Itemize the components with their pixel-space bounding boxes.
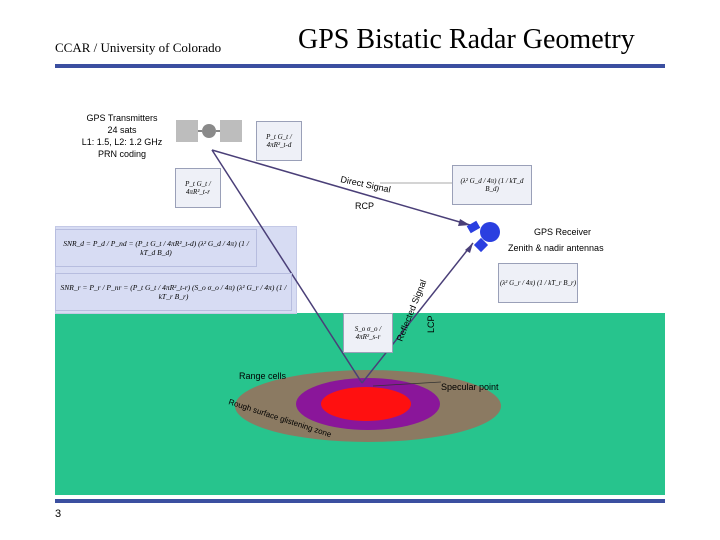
transmitter-line: PRN coding bbox=[97, 149, 147, 159]
equation-text: SNR_r = P_r / P_nr = (P_t G_t / 4πR²_t-r… bbox=[60, 283, 287, 301]
direct-signal-line bbox=[211, 149, 471, 226]
tx-power-formula: P_t G_t / 4πR²_t-d bbox=[256, 121, 302, 161]
reflected-signal-label: Reflected Signal bbox=[395, 278, 429, 343]
lcp-label: LCP bbox=[426, 315, 436, 333]
equation-text: SNR_d = P_d / P_nd = (P_t G_t / 4πR²_t-d… bbox=[63, 239, 249, 257]
receiver-gain-direct-formula: (λ² G_d / 4π) (1 / kT_d B_d) bbox=[452, 165, 532, 205]
range-cells-label: Range cells bbox=[239, 371, 287, 381]
transmitter-line: GPS Transmitters bbox=[86, 113, 158, 123]
formula-text: P_t G_t / 4πR²_t-d bbox=[266, 133, 292, 149]
glistening-zone-inner bbox=[321, 387, 411, 421]
transmitter-line: 24 sats bbox=[107, 125, 137, 135]
reflected-signal-line bbox=[361, 242, 474, 384]
formula-text: (λ² G_r / 4π) (1 / kT_r B_r) bbox=[499, 279, 577, 287]
formula-text: (λ² G_d / 4π) (1 / kT_d B_d) bbox=[460, 177, 524, 193]
receiver-gain-reflected-formula: (λ² G_r / 4π) (1 / kT_r B_r) bbox=[498, 263, 578, 303]
gps-satellite-icon bbox=[176, 120, 244, 142]
page-number: 3 bbox=[55, 508, 62, 520]
header-divider bbox=[55, 64, 665, 68]
receiver-sublabel: Zenith & nadir antennas bbox=[508, 243, 604, 253]
direct-signal-label: Direct Signal bbox=[340, 174, 392, 194]
specular-pointer-line bbox=[372, 381, 442, 387]
specular-point-label: Specular point bbox=[441, 382, 499, 392]
snr-reflected-equation: SNR_r = P_r / P_nr = (P_t G_t / 4πR²_t-r… bbox=[55, 273, 292, 311]
transmitter-label: GPS Transmitters 24 sats L1: 1.5, L2: 1.… bbox=[72, 112, 172, 160]
incident-signal-line bbox=[211, 149, 363, 384]
formula-text: S_o σ_o / 4πR²_s-r bbox=[354, 325, 382, 341]
rcp-label: RCP bbox=[355, 201, 375, 211]
gps-receiver-icon bbox=[466, 218, 502, 253]
scatter-formula: S_o σ_o / 4πR²_s-r bbox=[343, 313, 393, 353]
formula-text: P_t G_t / 4πR²_t-r bbox=[185, 180, 211, 196]
receiver-label: GPS Receiver bbox=[534, 227, 592, 237]
reflected-signal-arrow bbox=[465, 243, 473, 253]
page-title: GPS Bistatic Radar Geometry bbox=[298, 24, 635, 55]
snr-direct-equation: SNR_d = P_d / P_nd = (P_t G_t / 4πR²_t-d… bbox=[55, 229, 257, 267]
transmitter-line: L1: 1.5, L2: 1.2 GHz bbox=[81, 137, 163, 147]
direct-signal-arrow bbox=[458, 219, 470, 226]
direct-power-formula: P_t G_t / 4πR²_t-r bbox=[175, 168, 221, 208]
organization-label: CCAR / University of Colorado bbox=[55, 40, 222, 55]
footer-divider bbox=[55, 499, 665, 503]
